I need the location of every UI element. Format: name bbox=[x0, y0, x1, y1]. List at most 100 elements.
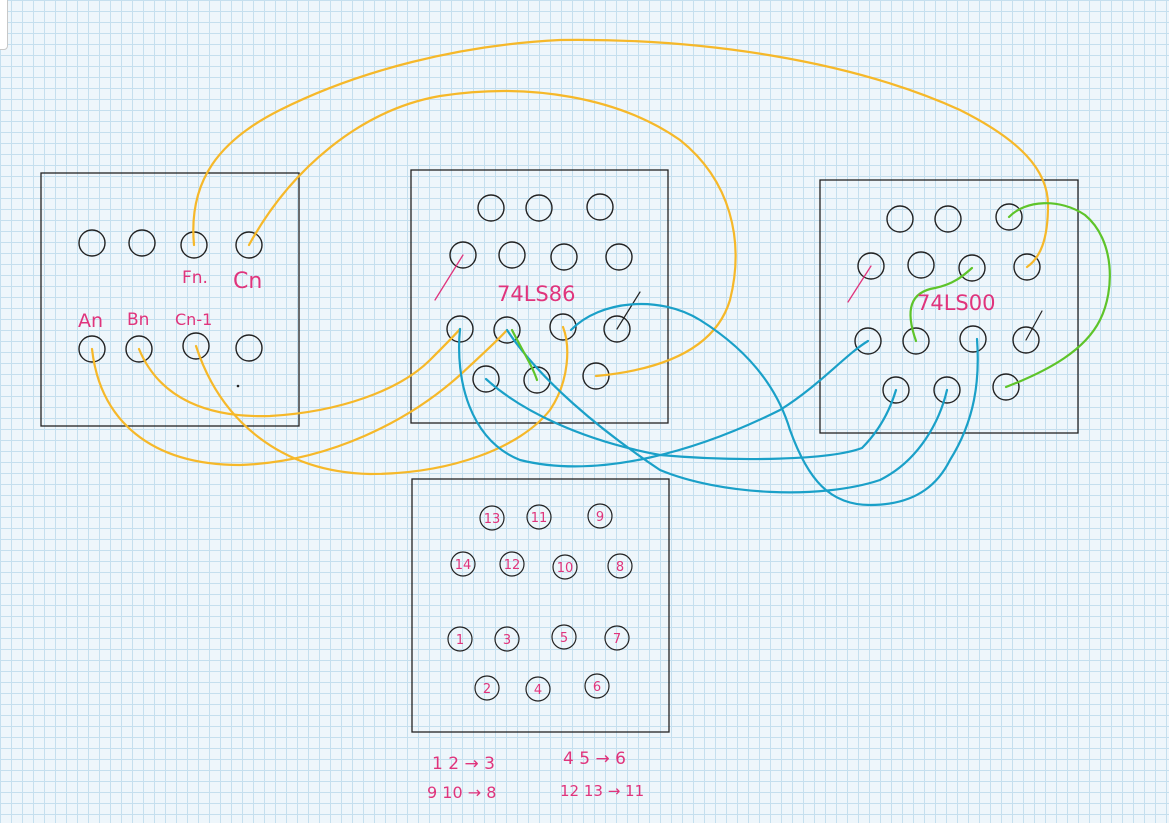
label-bn: Bn bbox=[127, 310, 149, 330]
pin-hole bbox=[551, 624, 577, 650]
hole bbox=[498, 241, 526, 269]
hole-an bbox=[78, 335, 106, 363]
window-corner-tab bbox=[0, 0, 8, 50]
pinout-board bbox=[411, 478, 670, 733]
note-gate4: 12 13 → 11 bbox=[560, 782, 644, 800]
wire bbox=[505, 328, 949, 494]
label-cn: Cn bbox=[233, 269, 262, 294]
wire bbox=[909, 266, 974, 343]
pin-hole bbox=[604, 625, 630, 651]
pin-hole bbox=[450, 551, 476, 577]
hole bbox=[958, 254, 986, 282]
pin-number: 7 bbox=[613, 632, 621, 647]
pin-number: 6 bbox=[593, 680, 601, 695]
wire bbox=[247, 89, 737, 378]
label-an: An bbox=[78, 310, 103, 332]
io-board bbox=[40, 172, 300, 427]
pin-number: 11 bbox=[531, 511, 548, 526]
hole bbox=[886, 205, 914, 233]
hole-bn bbox=[125, 335, 153, 363]
hole bbox=[933, 376, 961, 404]
io-board-holes bbox=[78, 229, 263, 388]
hole bbox=[525, 194, 553, 222]
dot-mark bbox=[236, 384, 240, 388]
hole bbox=[493, 316, 521, 344]
note-gate1: 1 2 → 3 bbox=[432, 754, 495, 774]
pin-number: 14 bbox=[455, 558, 472, 573]
pin-number: 5 bbox=[560, 631, 568, 646]
blue-wires bbox=[458, 302, 979, 507]
hole bbox=[472, 365, 500, 393]
chip-74ls86-holes bbox=[446, 193, 633, 394]
hole bbox=[857, 252, 885, 280]
hole bbox=[586, 193, 614, 221]
pin-number: 10 bbox=[557, 561, 574, 576]
hole bbox=[1012, 326, 1040, 354]
pin-number: 12 bbox=[504, 558, 521, 573]
pin-hole bbox=[494, 626, 520, 652]
pin-hole bbox=[526, 504, 552, 530]
pin-hole bbox=[474, 675, 500, 701]
wire bbox=[1004, 202, 1111, 389]
hole bbox=[128, 229, 156, 257]
hole bbox=[902, 327, 930, 355]
pin-number: 8 bbox=[616, 560, 624, 575]
orange-wires bbox=[90, 38, 1050, 476]
wire bbox=[569, 302, 979, 507]
pin-number: 9 bbox=[596, 510, 604, 525]
hole bbox=[603, 315, 631, 343]
pin-hole bbox=[499, 551, 525, 577]
note-gate3: 9 10 → 8 bbox=[427, 783, 496, 802]
hole bbox=[605, 243, 633, 271]
green-wires bbox=[510, 202, 1111, 389]
pin-marker bbox=[616, 291, 641, 330]
chip-74ls86-board bbox=[410, 169, 669, 424]
hole bbox=[449, 241, 477, 269]
label-cn1: Cn-1 bbox=[175, 310, 212, 329]
pin-hole bbox=[607, 553, 633, 579]
wire bbox=[137, 327, 462, 418]
hole bbox=[235, 334, 263, 362]
hole bbox=[78, 229, 106, 257]
pin-number: 3 bbox=[503, 633, 511, 648]
hole bbox=[959, 325, 987, 353]
hole bbox=[477, 194, 505, 222]
pin-hole bbox=[552, 554, 578, 580]
wire bbox=[510, 328, 539, 382]
hole bbox=[995, 203, 1023, 231]
wire bbox=[192, 38, 1050, 269]
hole bbox=[550, 243, 578, 271]
chip-74ls00-board bbox=[819, 179, 1079, 434]
pin-marker bbox=[1025, 310, 1043, 341]
hole bbox=[934, 205, 962, 233]
chip-label-74ls00: 74LS00 bbox=[917, 291, 995, 315]
hole bbox=[1013, 253, 1041, 281]
hole bbox=[907, 251, 935, 279]
hole bbox=[582, 362, 610, 390]
pin-hole bbox=[587, 503, 613, 529]
hole bbox=[854, 327, 882, 355]
pin-marker bbox=[434, 254, 464, 301]
hole bbox=[882, 376, 910, 404]
hole-cn bbox=[235, 231, 263, 259]
pin-marker bbox=[847, 265, 872, 303]
pinout-holes: 13 11 9 14 12 10 8 1 3 5 7 2 4 6 bbox=[447, 503, 633, 702]
wire bbox=[90, 328, 509, 467]
pin-number: 4 bbox=[534, 683, 542, 698]
note-gate2: 4 5 → 6 bbox=[563, 749, 626, 769]
pin-number: 2 bbox=[483, 682, 491, 697]
pin-hole bbox=[584, 673, 610, 699]
chip-label-74ls86: 74LS86 bbox=[497, 282, 575, 306]
wire bbox=[458, 327, 870, 468]
chip-74ls00-holes bbox=[854, 203, 1041, 404]
label-fn: Fn. bbox=[182, 268, 208, 288]
pin-hole bbox=[447, 626, 473, 652]
hole bbox=[549, 313, 577, 341]
pin-number: 1 bbox=[456, 633, 464, 648]
wire bbox=[484, 377, 898, 461]
pin-hole bbox=[479, 505, 505, 531]
hole bbox=[992, 373, 1020, 401]
hole-cn1 bbox=[182, 332, 210, 360]
pin-hole bbox=[525, 676, 551, 702]
